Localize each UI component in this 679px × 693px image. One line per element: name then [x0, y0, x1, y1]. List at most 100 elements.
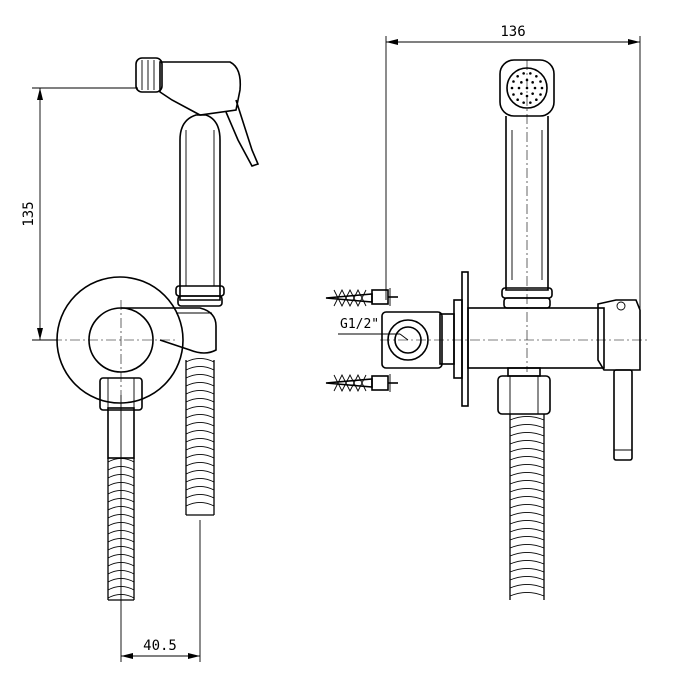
hose-coil — [185, 413, 215, 419]
hose-coil — [509, 431, 545, 437]
spray-nozzle — [531, 92, 534, 95]
spray-nozzle — [529, 101, 532, 104]
hose-coil — [185, 453, 215, 459]
hose-coil — [185, 389, 215, 395]
height-arrow-top — [37, 88, 43, 100]
handshower-head — [159, 61, 242, 116]
wall-anchor-bottom — [325, 373, 398, 393]
handle-ring — [175, 285, 225, 297]
hose-coil — [509, 423, 545, 429]
hose-coil — [509, 439, 545, 445]
spray-nozzle — [525, 86, 529, 90]
front-handle — [505, 116, 549, 291]
spray-face — [135, 57, 163, 93]
front-view: 136 G1/2" — [325, 24, 648, 600]
spray-nozzle — [512, 93, 515, 96]
height-arrow-bottom — [37, 328, 43, 340]
hose-coil — [185, 397, 215, 403]
hose-coil — [509, 535, 545, 541]
hose-coil — [509, 415, 545, 421]
handshower-handle — [179, 114, 221, 301]
hose-coil — [185, 461, 215, 467]
hose-coil — [509, 575, 545, 581]
wall-plate — [461, 271, 469, 407]
hose-coil — [185, 445, 215, 451]
hose-coil — [185, 477, 215, 483]
spray-nozzle — [539, 80, 542, 83]
wall-anchor-top — [325, 288, 398, 308]
hose-coil — [185, 437, 215, 443]
hose-coil — [509, 519, 545, 525]
hose-coil — [509, 455, 545, 461]
hose-coil — [509, 447, 545, 453]
spray-nozzle — [520, 81, 523, 84]
valve-body-front — [467, 307, 605, 369]
spray-nozzle — [522, 101, 525, 104]
front-nut-collar — [507, 367, 541, 377]
spray-nozzle — [525, 94, 529, 98]
thread-leader-tip — [399, 333, 409, 341]
spray-nozzle — [529, 72, 532, 75]
hose-coil — [509, 479, 545, 485]
flange-plate — [453, 299, 463, 379]
spray-nozzle — [531, 81, 534, 84]
hose-coil — [185, 485, 215, 491]
hose-coil — [509, 511, 545, 517]
spacing-arrow-left — [121, 653, 133, 659]
handle-ring — [177, 295, 223, 307]
hose-coil — [509, 551, 545, 557]
hose-coil — [509, 527, 545, 533]
thread-label: G1/2" — [340, 317, 379, 332]
hose-coil — [185, 469, 215, 475]
hose-coil — [509, 583, 545, 589]
spray-nozzle — [539, 93, 542, 96]
hose-right — [185, 360, 215, 516]
spray-nozzle — [540, 86, 544, 90]
front-hose-nut — [497, 375, 551, 415]
hose-coil — [509, 463, 545, 469]
spray-nozzle — [512, 80, 515, 83]
hose-coil — [185, 421, 215, 427]
hose-coil — [185, 381, 215, 387]
spray-nozzle — [516, 74, 519, 78]
hose-coil — [185, 493, 215, 499]
hose-coil — [509, 591, 545, 597]
width-arrow-right — [628, 39, 640, 45]
front-hose-coils — [509, 415, 545, 597]
holder-arm — [121, 307, 217, 354]
spray-nozzle — [520, 92, 523, 95]
lever-pivot — [616, 301, 626, 311]
hose-right-coils — [185, 357, 215, 507]
width-label: 136 — [500, 24, 525, 40]
spacing-arrow-right — [188, 653, 200, 659]
control-lever — [613, 369, 633, 461]
spray-nozzle — [510, 86, 514, 90]
spray-nozzle — [516, 98, 519, 102]
hose-coil — [185, 405, 215, 411]
hose-coil — [509, 543, 545, 549]
spray-nozzle — [525, 78, 529, 82]
hose-coil — [185, 373, 215, 379]
spray-face-front — [506, 67, 548, 109]
hose-coil — [509, 471, 545, 477]
spray-nozzle — [535, 74, 538, 78]
hose-coil — [185, 429, 215, 435]
hose-coil — [509, 487, 545, 493]
spray-nozzles — [510, 72, 544, 104]
front-hose — [509, 414, 545, 600]
trigger-lever — [225, 99, 260, 167]
spray-nozzle — [522, 72, 525, 75]
height-label: 135 — [21, 201, 37, 226]
hose-coil — [509, 503, 545, 509]
spray-nozzle — [535, 98, 538, 102]
hose-coil — [509, 495, 545, 501]
spray-nozzle — [517, 86, 521, 90]
lever-housing — [597, 299, 641, 371]
side-view: 135 40.5 — [21, 57, 260, 662]
hose-coil — [509, 567, 545, 573]
width-arrow-left — [386, 39, 398, 45]
hose-coil — [185, 365, 215, 371]
front-handle-ring — [503, 297, 551, 309]
front-head — [499, 59, 555, 117]
